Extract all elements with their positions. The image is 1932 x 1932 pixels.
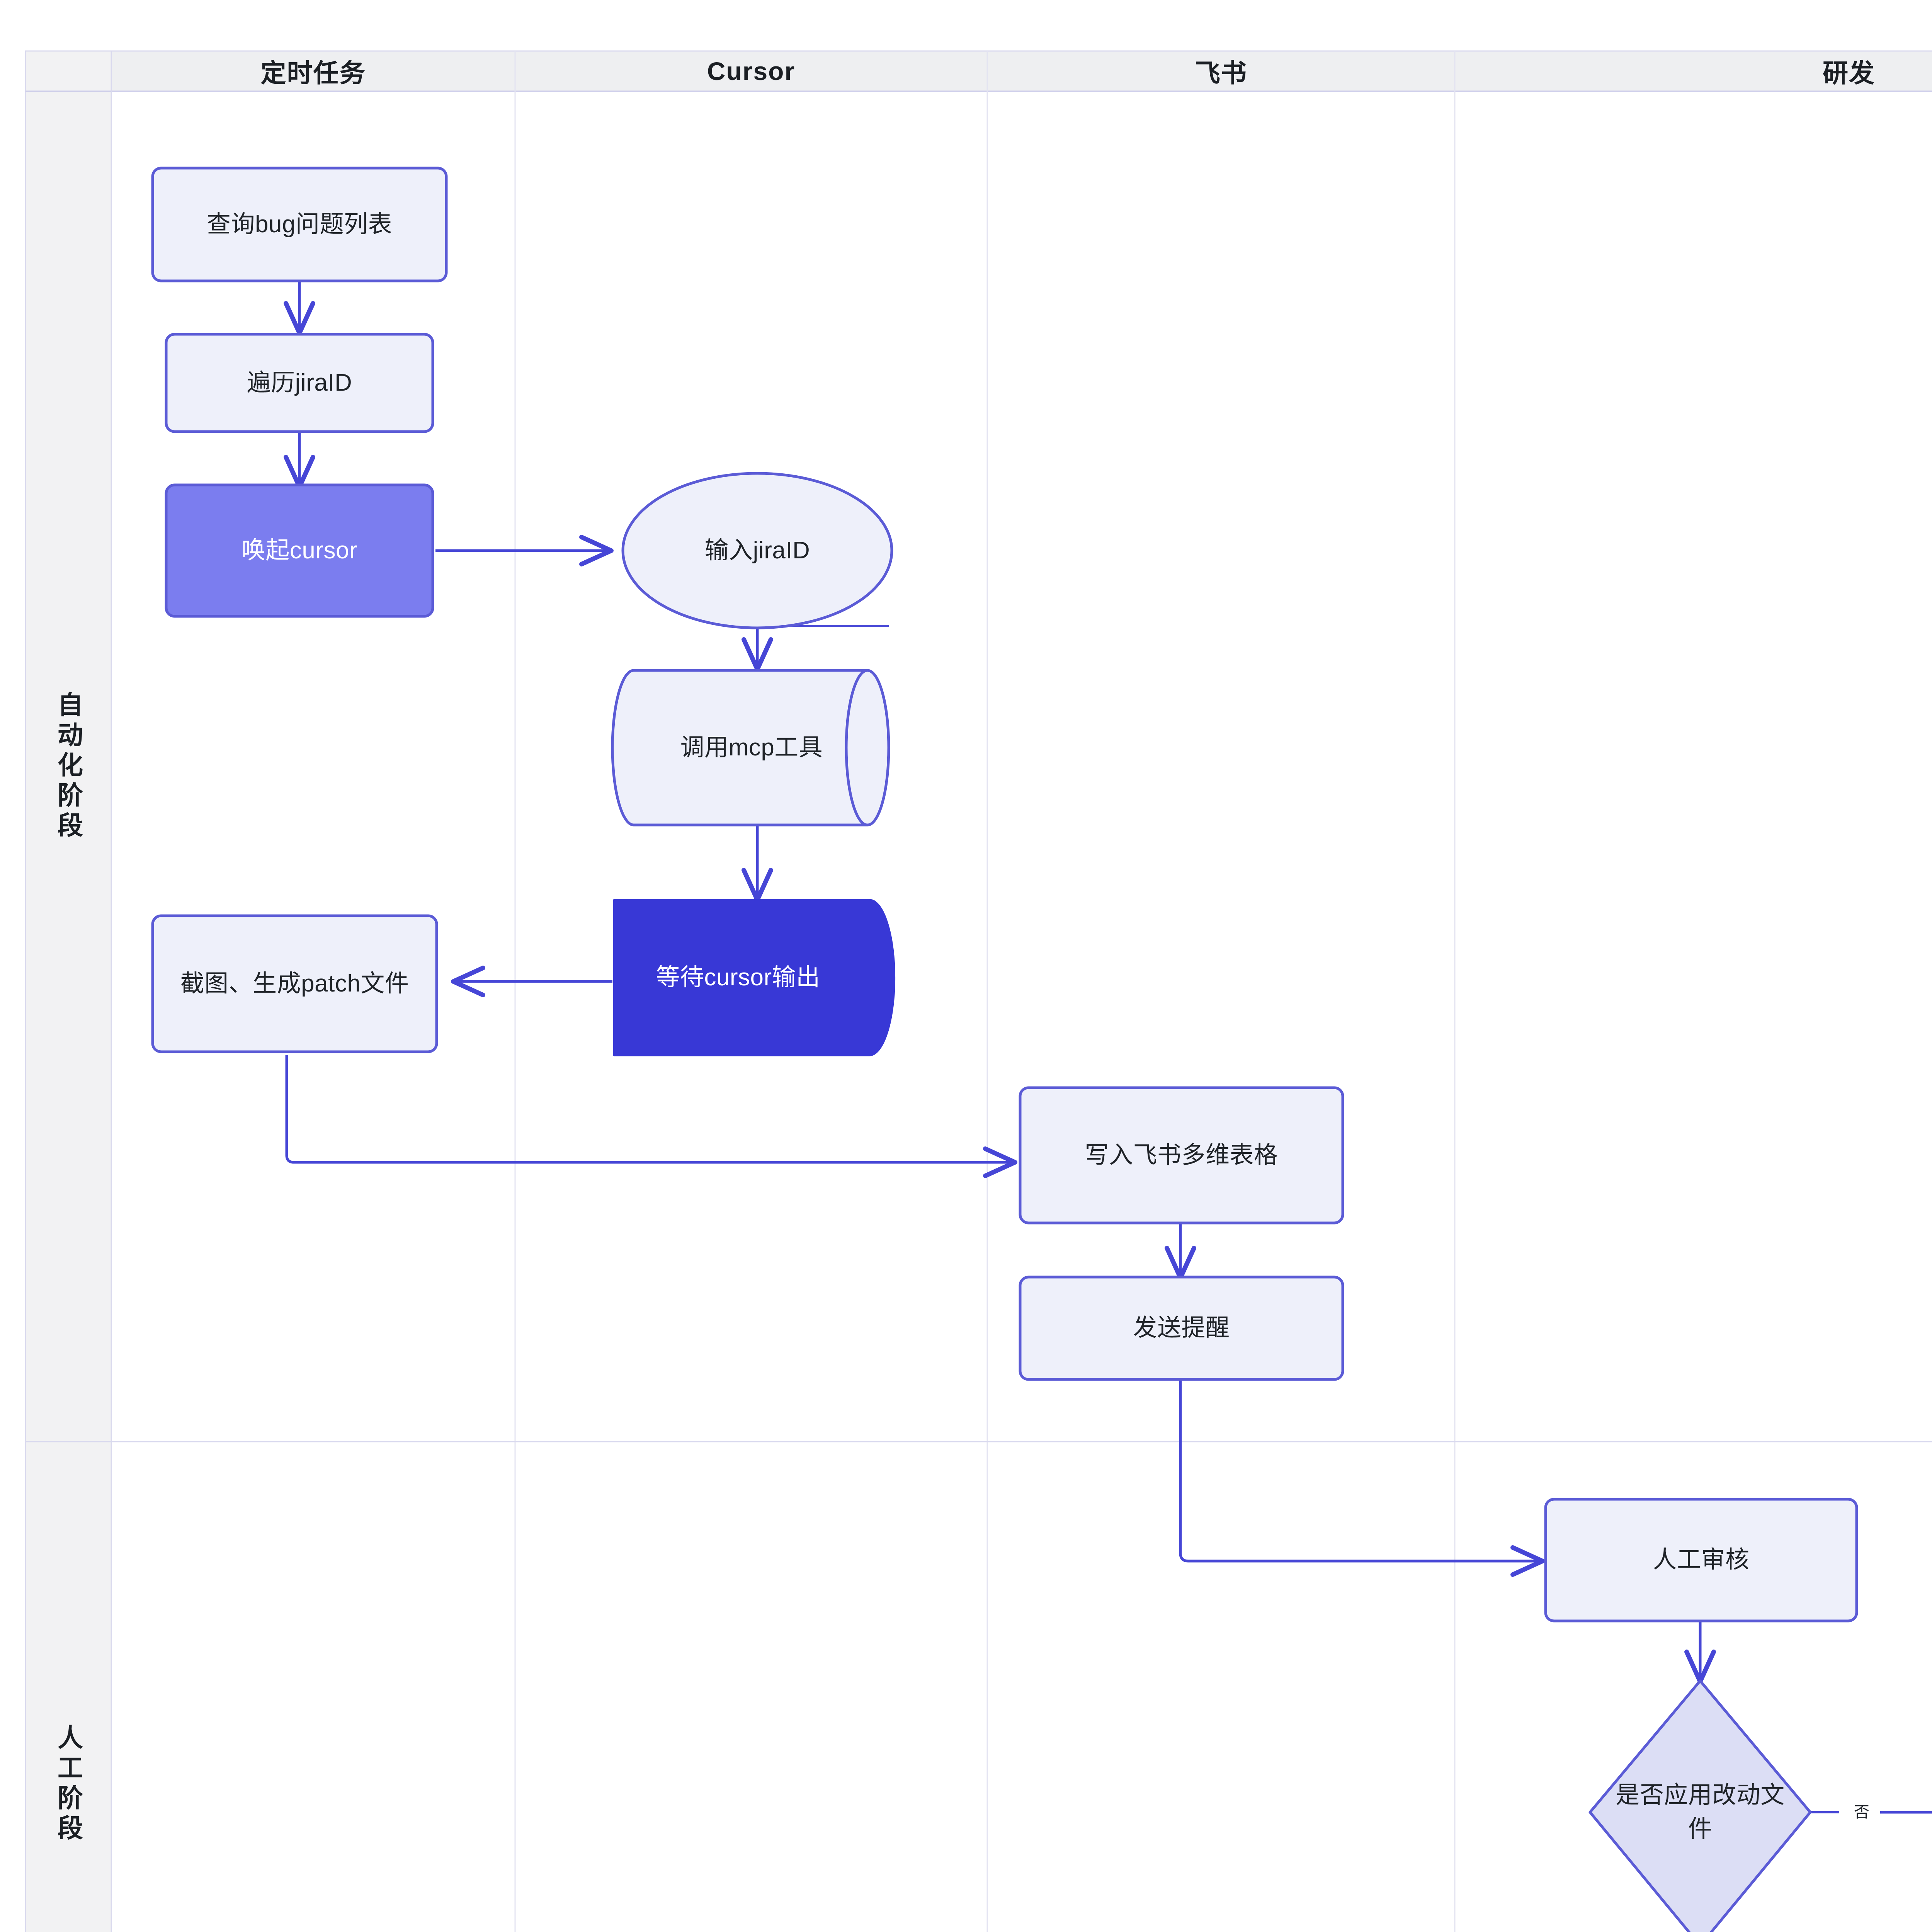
node-n3-shape (165, 483, 434, 618)
node-n4-shape (621, 472, 893, 629)
node-n9-shape (1019, 1276, 1344, 1381)
column-header-feishu: 飞书 (1195, 59, 1247, 87)
edge-n7-n8 (285, 1055, 1017, 1178)
lane-label-manual: 人工阶段 (54, 1724, 83, 1845)
column-header-scheduled-task: 定时任务 (260, 59, 366, 87)
node-n1-shape (151, 167, 448, 282)
lane-label-automation: 自动化阶段 (54, 691, 83, 842)
node-n11-shape (1588, 1679, 1812, 1932)
swimlane-grid (25, 50, 1932, 1932)
node-layer (151, 167, 1858, 1932)
node-n10-shape (1544, 1498, 1858, 1622)
edge-layer (284, 281, 1932, 1814)
column-header-cursor: Cursor (707, 57, 796, 85)
node-n5-cap (845, 669, 868, 827)
node-n7-shape (151, 914, 438, 1053)
node-n2-shape (165, 333, 434, 433)
edge-label-no: 否 (1843, 1799, 1880, 1823)
edge-n9-n10 (1179, 1379, 1545, 1577)
column-header-rd: 研发 (1823, 59, 1875, 87)
node-n6-shape (613, 899, 896, 1056)
node-n8-shape (1019, 1086, 1344, 1225)
